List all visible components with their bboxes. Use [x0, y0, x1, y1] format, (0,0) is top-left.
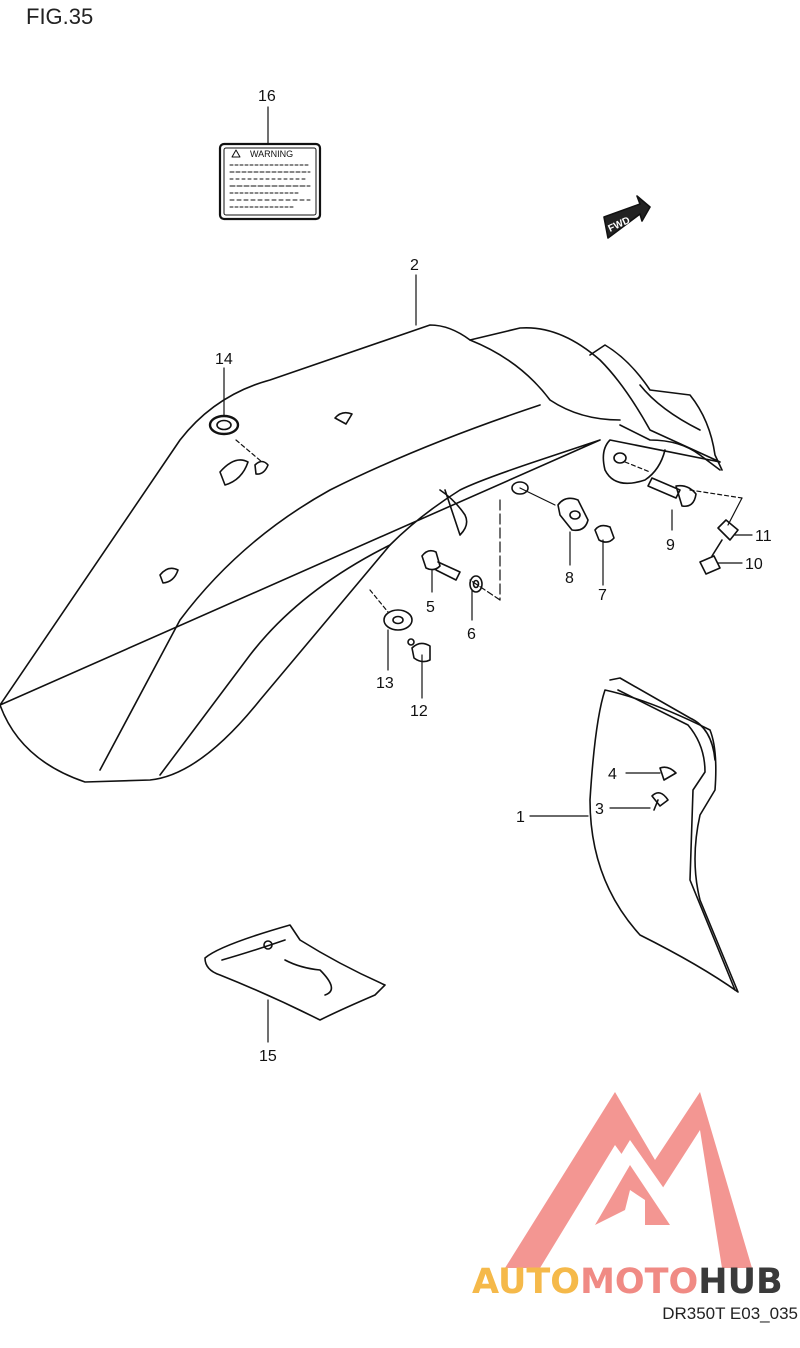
- callout-2: 2: [410, 257, 419, 274]
- wordmark-moto: MOTO: [580, 1262, 699, 1302]
- warning-label-heading: WARNING: [250, 149, 293, 159]
- callout-12: 12: [410, 703, 428, 720]
- leader-lines: [223, 106, 753, 1043]
- callout-7: 7: [598, 587, 607, 604]
- fwd-arrow: [603, 195, 651, 239]
- callout-14: 14: [215, 351, 233, 368]
- callout-4: 4: [608, 766, 617, 783]
- parts-bag: [204, 924, 386, 1021]
- callout-1: 1: [516, 809, 525, 826]
- callout-numbers: 16 2 14 9 11 10 8 7 5 6 13 12 4 3 1 15: [215, 88, 772, 1065]
- rear-fender-part: [0, 324, 723, 783]
- figure-title: FIG.35: [26, 4, 94, 29]
- watermark-logo: [505, 1092, 752, 1268]
- mudflap-part: [589, 677, 739, 993]
- callout-10: 10: [745, 556, 763, 573]
- callout-13: 13: [376, 675, 394, 692]
- callout-16: 16: [258, 88, 276, 105]
- wordmark-hub: HUB: [698, 1262, 783, 1302]
- callout-15: 15: [259, 1048, 277, 1065]
- callout-8: 8: [565, 570, 574, 587]
- watermark-wordmark: AUTOMOTOHUB: [472, 1262, 783, 1302]
- fastener-parts: [383, 477, 739, 663]
- callout-9: 9: [666, 537, 675, 554]
- callout-11: 11: [755, 528, 772, 545]
- callout-6: 6: [467, 626, 476, 643]
- callout-3: 3: [595, 801, 604, 818]
- warning-label-part: [218, 142, 322, 221]
- diagram-code: DR350T E03_035: [662, 1304, 798, 1323]
- wordmark-auto: AUTO: [472, 1262, 581, 1302]
- callout-5: 5: [426, 599, 435, 616]
